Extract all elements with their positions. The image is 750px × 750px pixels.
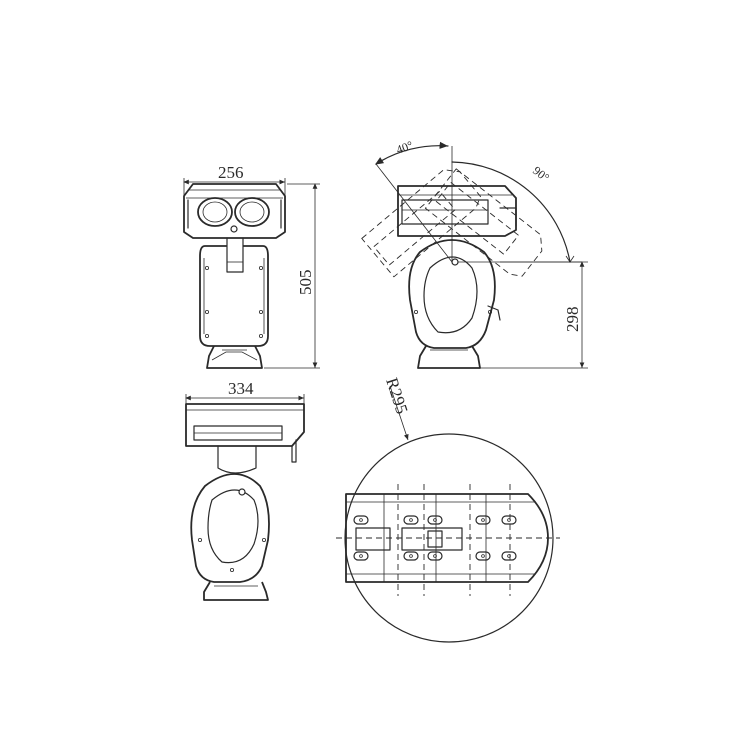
front-width-label: 256 [218,163,244,182]
front-height-label: 505 [296,270,315,296]
front-view [183,178,320,369]
tilt-up-angle-label: 40° [394,138,415,157]
top-view [185,394,305,601]
top-width-label: 334 [228,379,254,398]
side-height-label: 298 [563,307,582,333]
side-view [361,141,588,369]
detail-view [336,385,560,643]
radius-label: R295 [382,375,411,416]
tilt-down-angle-label: 90° [530,163,552,184]
